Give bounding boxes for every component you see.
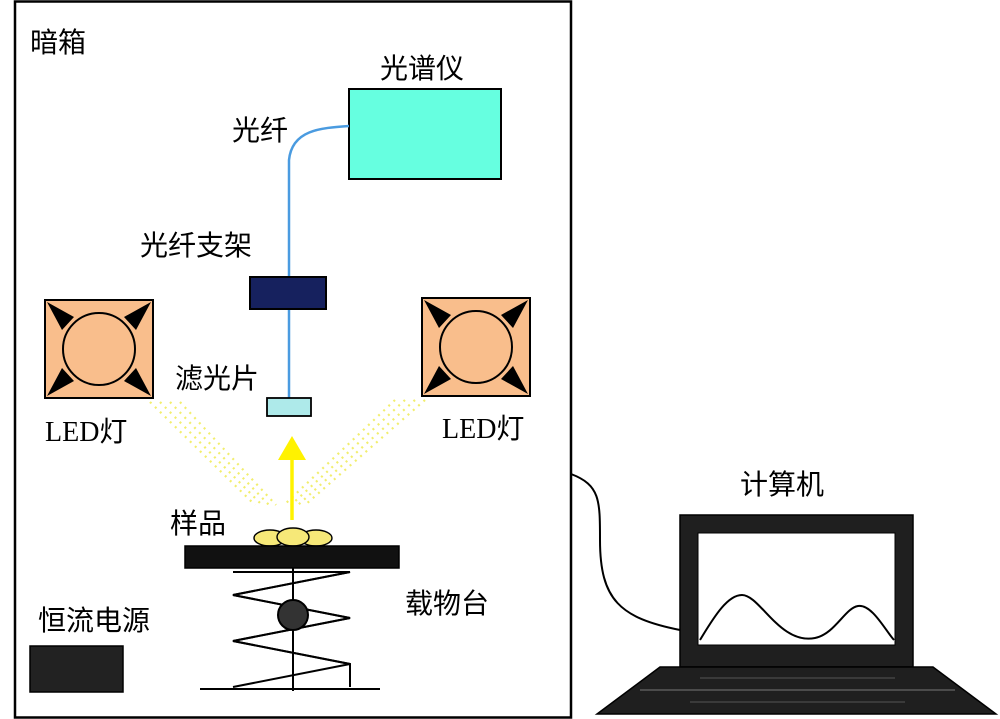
filter-label: 滤光片 xyxy=(175,362,259,395)
optical-fiber xyxy=(287,124,350,398)
stage-label: 载物台 xyxy=(405,587,489,620)
dark-box-label: 暗箱 xyxy=(30,26,86,59)
spectrometer-box xyxy=(348,88,502,180)
filter xyxy=(266,397,312,417)
led-right-label: LED灯 xyxy=(442,413,524,445)
fiber-holder-label: 光纤支架 xyxy=(140,229,252,262)
power-supply-label: 恒流电源 xyxy=(38,604,150,637)
stage-knob xyxy=(277,599,309,631)
power-supply-icon xyxy=(29,645,124,693)
reflection-arrow xyxy=(278,436,306,520)
fiber-label: 光纤 xyxy=(232,114,288,147)
sample xyxy=(253,527,333,547)
dark-box-frame xyxy=(13,0,573,719)
data-cable xyxy=(570,473,681,631)
computer-label: 计算机 xyxy=(740,468,824,501)
led-lamp-icon xyxy=(44,299,154,399)
led-right-beam xyxy=(283,399,426,506)
spectrometer-label: 光谱仪 xyxy=(380,52,464,85)
led-left-label: LED灯 xyxy=(45,416,127,448)
led-left-beam xyxy=(149,401,277,506)
laptop-icon xyxy=(594,514,999,715)
led-lamp-icon xyxy=(421,297,531,397)
sample-label: 样品 xyxy=(170,507,226,540)
fiber-holder xyxy=(249,276,327,310)
stage-platform xyxy=(184,545,400,569)
